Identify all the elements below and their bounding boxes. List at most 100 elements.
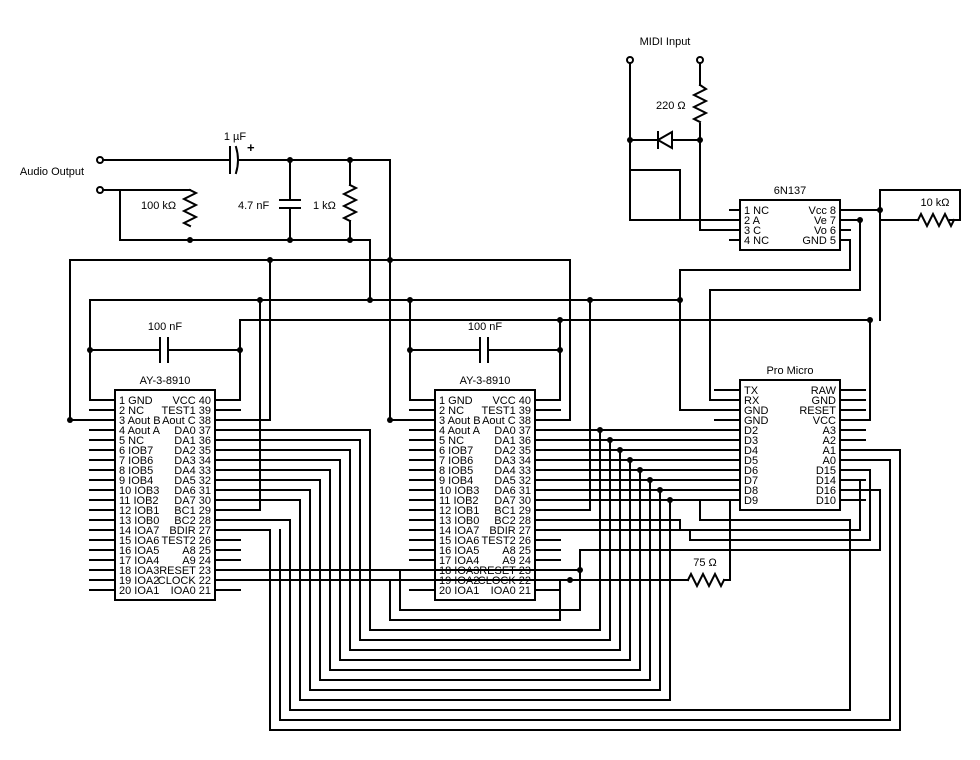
ay-left-pin-label-left-13: 13 IOB0 xyxy=(119,515,159,527)
ay-right-pin-label-right-1: VCC 40 xyxy=(492,395,531,407)
ay-left-pin-label-right-15: TEST2 26 xyxy=(161,535,211,547)
cap-47nf-label: 4.7 nF xyxy=(238,200,269,212)
ay-left-pin-label-left-10: 10 IOB3 xyxy=(119,485,159,497)
pro-micro-pin-label-right-2: GND xyxy=(812,395,837,407)
ay-right-pin-label-right-17: A9 24 xyxy=(502,555,531,567)
ay-right-pin-label-right-13: BC2 28 xyxy=(494,515,531,527)
midi-input-section: MIDI Input 220 Ω xyxy=(626,36,741,231)
opto-pin-label-left-3: 3 C xyxy=(744,225,761,237)
resistor-220-symbol xyxy=(691,83,709,124)
ay-left-pin-label-right-17: A9 24 xyxy=(182,555,211,567)
ay-left-pin-label-right-18: RESET 23 xyxy=(159,565,211,577)
data-bus-wires: 75 Ω xyxy=(214,427,901,731)
pro-micro-pin-label-left-11: D8 xyxy=(744,485,758,497)
opto-pin-label-right-1: Vcc 8 xyxy=(808,205,836,217)
pro-micro-pin-label-right-8: A0 xyxy=(823,455,836,467)
ay-right-pin-label-left-5: 5 NC xyxy=(439,435,464,447)
ay-right-pin-label-left-12: 12 IOB1 xyxy=(439,505,479,517)
ay-left-pin-label-left-3: 3 Aout B xyxy=(119,415,161,427)
ay-right-pin-label-left-8: 8 IOB5 xyxy=(439,465,473,477)
ay-left-pin-label-right-4: DA0 37 xyxy=(174,425,211,437)
ay-right-pin-label-left-9: 9 IOB4 xyxy=(439,475,473,487)
ay-right-pin-label-left-7: 7 IOB6 xyxy=(439,455,473,467)
ay-left-pin-label-right-16: A8 25 xyxy=(182,545,211,557)
midi-terminal-1 xyxy=(626,56,634,64)
ay-right-pin-label-left-15: 15 IOA6 xyxy=(439,535,479,547)
ay-right-pin-label-left-6: 6 IOB7 xyxy=(439,445,473,457)
pro-micro: Pro Micro TXRXGNDGNDD2D3D4D5D6D7D8D9RAWG… xyxy=(714,365,866,511)
ay-right-pin-label-right-3: Aout C 38 xyxy=(482,415,531,427)
ay-left-pin-label-left-9: 9 IOB4 xyxy=(119,475,153,487)
ay-right-pin-label-right-9: DA5 32 xyxy=(494,475,531,487)
pro-micro-pin-label-right-10: D14 xyxy=(816,475,836,487)
ay-right-pin-label-right-11: DA7 30 xyxy=(494,495,531,507)
audio-output-label: Audio Output xyxy=(20,166,84,178)
ay-right-pin-label-left-2: 2 NC xyxy=(439,405,464,417)
opto-pin-label-right-4: GND 5 xyxy=(802,235,836,247)
pro-micro-pin-label-left-3: GND xyxy=(744,405,769,417)
ay-left-pin-label-left-17: 17 IOA4 xyxy=(119,555,159,567)
ay-right-pin-label-right-2: TEST1 39 xyxy=(481,405,531,417)
opto-pin-label-right-2: Ve 7 xyxy=(814,215,836,227)
res-100k-label: 100 kΩ xyxy=(141,200,176,212)
opto-title: 6N137 xyxy=(774,185,806,197)
ay-right-pin-label-right-16: A8 25 xyxy=(502,545,531,557)
pro-micro-pin-label-right-4: VCC xyxy=(813,415,836,427)
ay-right-title: AY-3-8910 xyxy=(460,375,511,387)
opto-pin-label-left-1: 1 NC xyxy=(744,205,769,217)
ay-right-pin-label-left-20: 20 IOA1 xyxy=(439,585,479,597)
ay-left-pin-label-left-19: 19 IOA2 xyxy=(119,575,159,587)
ay-right-pin-label-left-13: 13 IOB0 xyxy=(439,515,479,527)
ay-right-pin-label-right-7: DA3 34 xyxy=(494,455,531,467)
ay-right-pin-label-left-10: 10 IOB3 xyxy=(439,485,479,497)
ay-right-pin-label-right-14: BDIR 27 xyxy=(489,525,531,537)
cap-100nf-b-label: 100 nF xyxy=(468,321,503,333)
ay-left-pin-label-right-2: TEST1 39 xyxy=(161,405,211,417)
resistor-100k-symbol xyxy=(181,188,199,228)
ay-left-title: AY-3-8910 xyxy=(140,375,191,387)
pro-micro-pin-label-left-4: GND xyxy=(744,415,769,427)
ay-left-pin-label-right-3: Aout C 38 xyxy=(162,415,211,427)
ay-left-pin-label-left-6: 6 IOB7 xyxy=(119,445,153,457)
resistor-10k-symbol xyxy=(916,211,956,229)
opto-pin-label-left-4: 4 NC xyxy=(744,235,769,247)
res-220-label: 220 Ω xyxy=(656,100,686,112)
cap-plus-label: + xyxy=(247,140,255,155)
ay-right-pin-label-right-10: DA6 31 xyxy=(494,485,531,497)
pro-micro-pin-label-left-12: D9 xyxy=(744,495,758,507)
pro-micro-pin-label-left-5: D2 xyxy=(744,425,758,437)
pro-micro-pin-label-left-7: D4 xyxy=(744,445,758,457)
ay-left-pin-label-left-4: 4 Aout A xyxy=(119,425,161,437)
ay-left-pin-label-right-5: DA1 36 xyxy=(174,435,211,447)
ay-right-pin-label-right-15: TEST2 26 xyxy=(481,535,531,547)
ay-left-pin-label-right-1: VCC 40 xyxy=(172,395,211,407)
ay-left-pin-label-left-18: 18 IOA3 xyxy=(119,565,159,577)
ay-left-pin-label-left-11: 11 IOB2 xyxy=(119,495,159,507)
ay-right-pin-label-right-6: DA2 35 xyxy=(494,445,531,457)
ay-right-pin-label-right-12: BC1 29 xyxy=(494,505,531,517)
ay-left-pin-label-right-8: DA4 33 xyxy=(174,465,211,477)
ay-left-pin-label-left-7: 7 IOB6 xyxy=(119,455,153,467)
resistor-75-symbol xyxy=(686,571,726,589)
ay-right-pin-label-left-16: 16 IOA5 xyxy=(439,545,479,557)
ay-left-pin-label-left-12: 12 IOB1 xyxy=(119,505,159,517)
ay-left-pin-label-left-14: 14 IOA7 xyxy=(119,525,159,537)
ay-left-pin-label-left-16: 16 IOA5 xyxy=(119,545,159,557)
ay-right-pin-label-left-11: 11 IOB2 xyxy=(439,495,479,507)
ay-right-pin-label-right-4: DA0 37 xyxy=(494,425,531,437)
audio-output-section: Audio Output 1 µF + 100 kΩ 4.7 nF 1 kΩ xyxy=(20,131,391,421)
pro-micro-pin-label-right-3: RESET xyxy=(799,405,836,417)
pro-micro-pin-label-left-10: D7 xyxy=(744,475,758,487)
ay-right-pin-label-left-14: 14 IOA7 xyxy=(439,525,479,537)
pro-micro-pin-label-left-8: D5 xyxy=(744,455,758,467)
ay-left-pin-label-right-6: DA2 35 xyxy=(174,445,211,457)
ay-left-pin-label-right-14: BDIR 27 xyxy=(169,525,211,537)
pro-micro-pin-label-left-6: D3 xyxy=(744,435,758,447)
res-1k-label: 1 kΩ xyxy=(313,200,336,212)
pro-micro-pin-label-right-6: A2 xyxy=(823,435,836,447)
ay-left-pin-label-right-10: DA6 31 xyxy=(174,485,211,497)
